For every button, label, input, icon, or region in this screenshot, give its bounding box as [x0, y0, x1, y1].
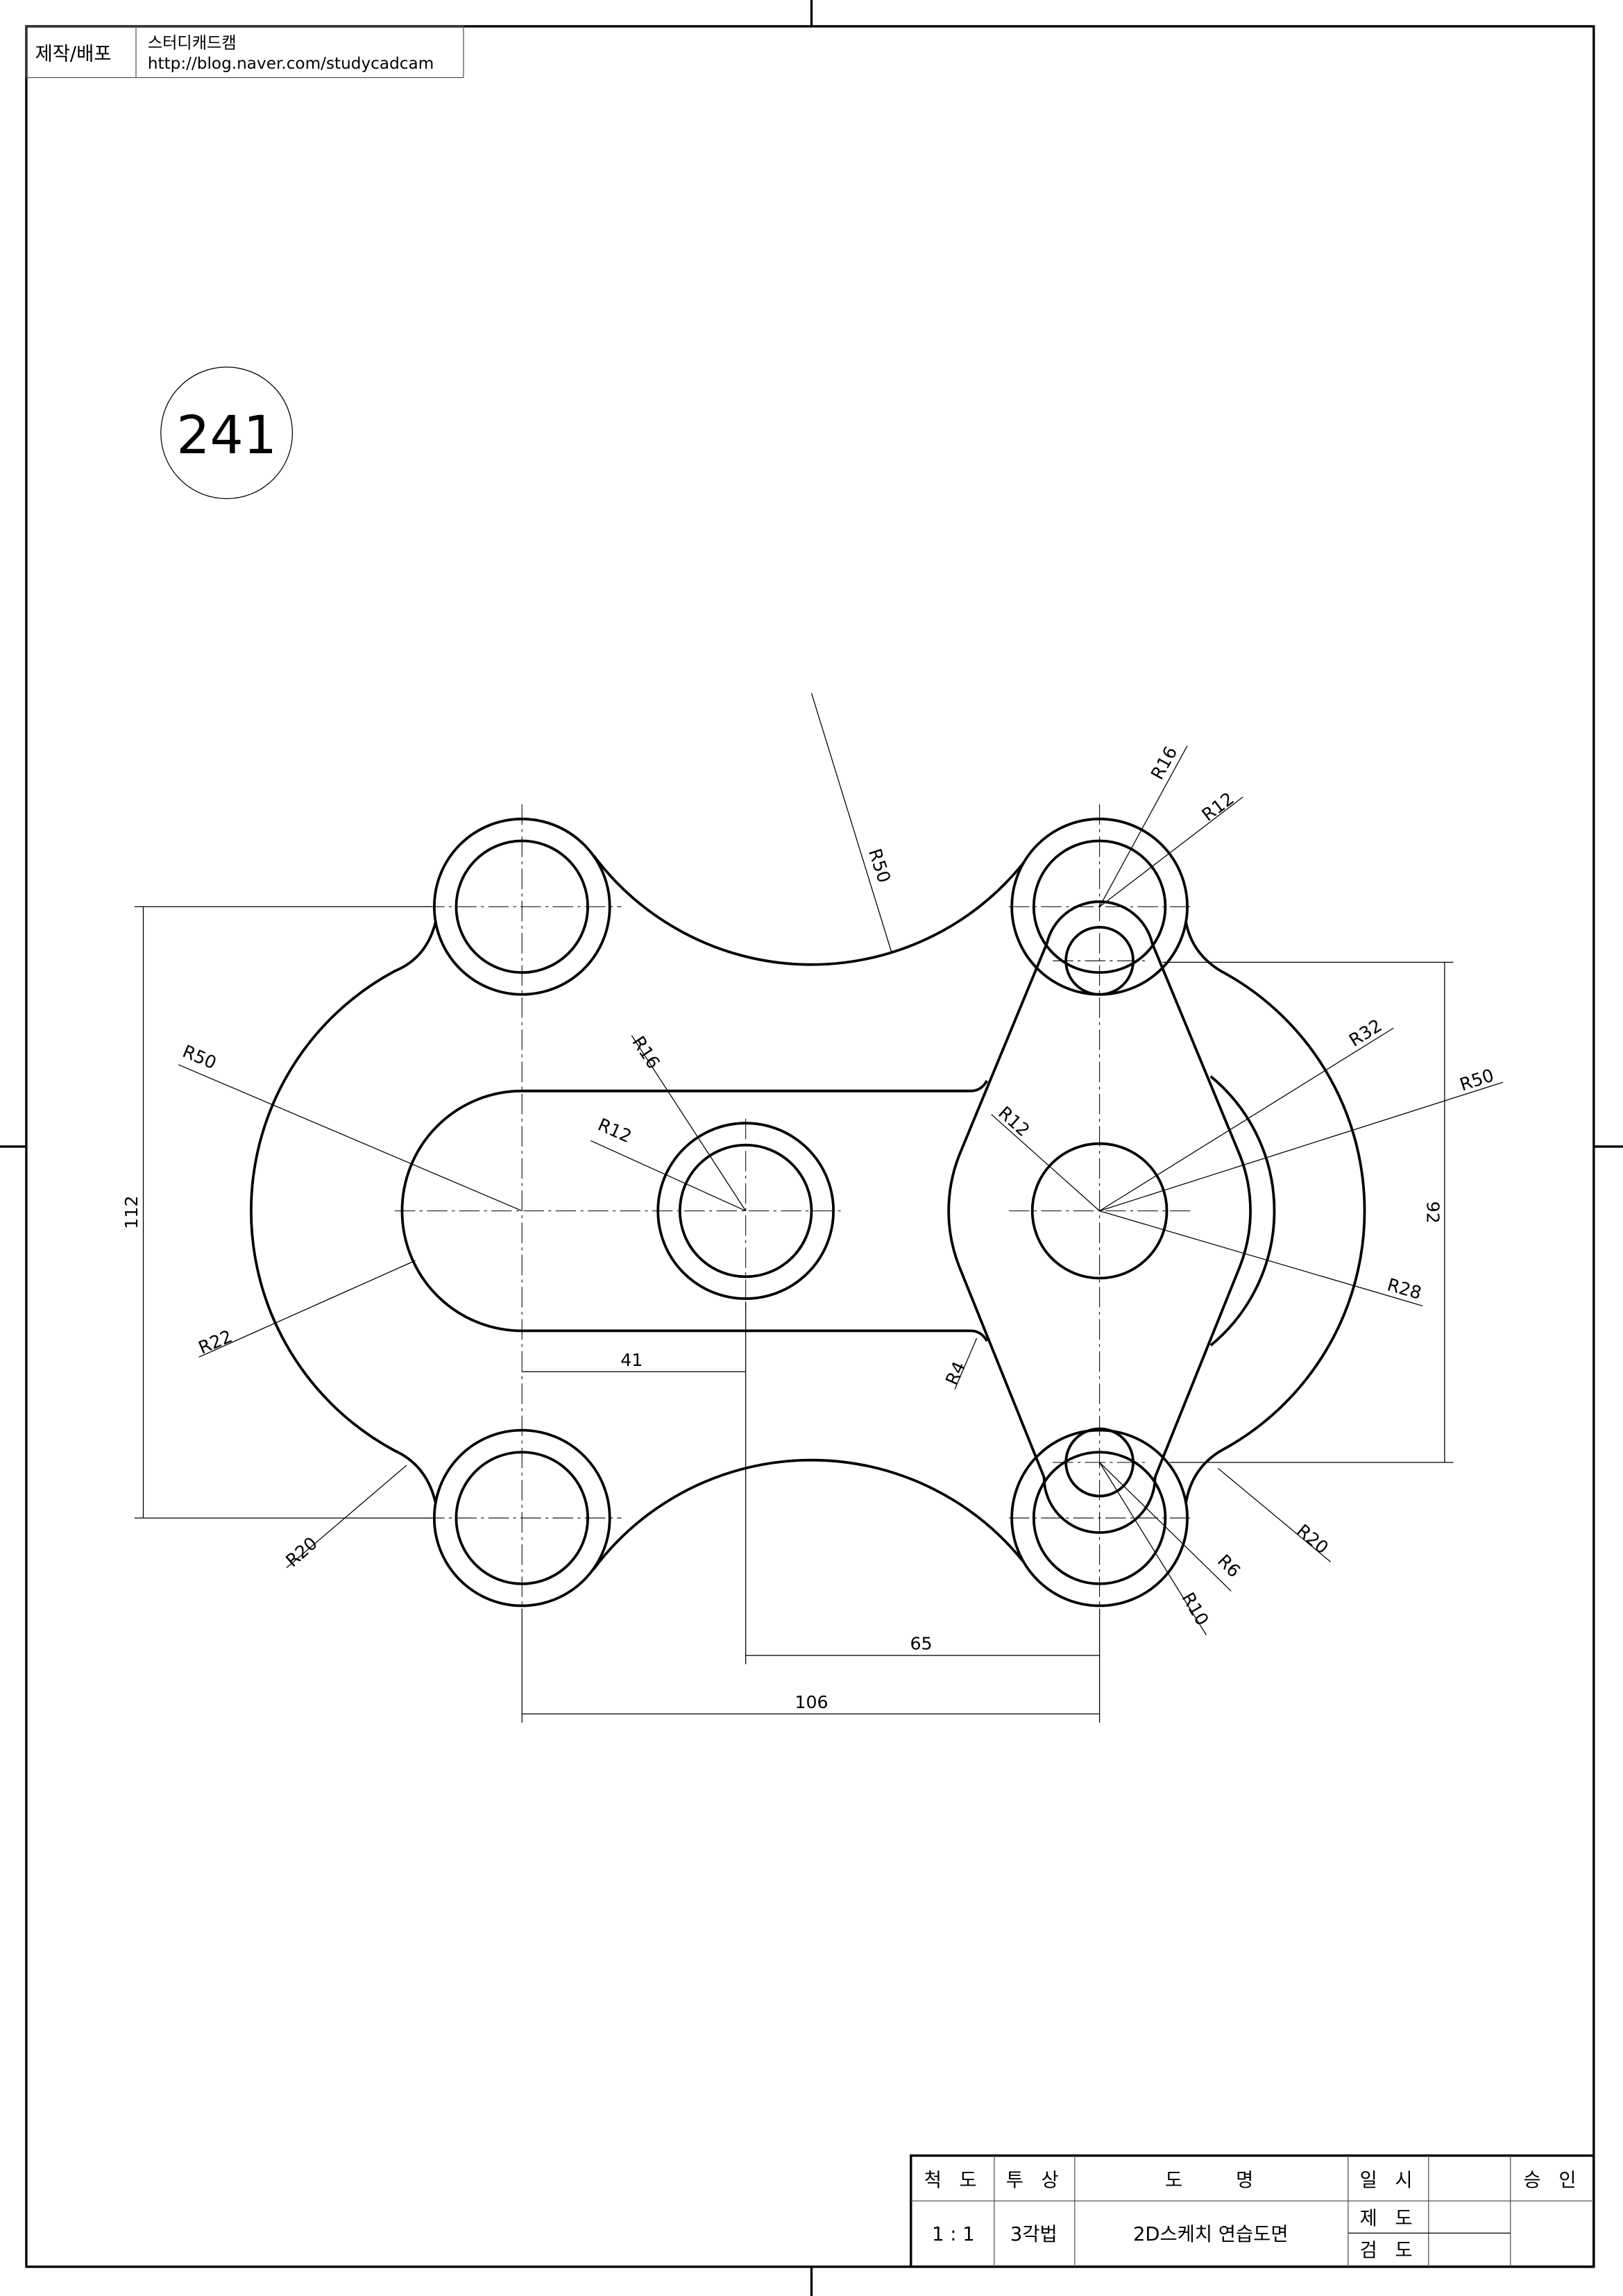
dim-r10: R10: [1178, 1589, 1212, 1629]
dim-r12-diamond: R12: [994, 1102, 1033, 1140]
dim-r22: R22: [196, 1326, 235, 1358]
author-box: 제작/배포 스터디캐드캠 http://blog.naver.com/study…: [26, 26, 464, 78]
dim-r20-right: R20: [1293, 1521, 1332, 1558]
dim-r28: R28: [1385, 1274, 1424, 1303]
scale-value: 1 : 1: [932, 2224, 974, 2245]
date-label: 일 시: [1360, 2170, 1418, 2191]
dim-92: 92: [1423, 1201, 1443, 1224]
part-outline: [250, 818, 1366, 1607]
scale-label: 척 도: [924, 2170, 983, 2191]
drawing-frame: [25, 25, 1595, 2268]
dim-106: 106: [794, 1692, 828, 1712]
drawing-number-circle: [160, 366, 294, 500]
company-name: 스터디캐드캠: [148, 34, 237, 53]
drawing-number: 241: [176, 405, 277, 466]
approval-label: 승 인: [1524, 2170, 1582, 2191]
dimension-lines: [134, 693, 1504, 1723]
drawing-name: 2D스케치 연습도면: [1133, 2224, 1289, 2245]
dim-65: 65: [910, 1634, 932, 1654]
author-label: 제작/배포: [35, 43, 112, 65]
dim-r12-center: R12: [595, 1115, 634, 1147]
dim-112: 112: [121, 1196, 142, 1229]
projection-value: 3각법: [1010, 2224, 1057, 2245]
projection-label: 투 상: [1006, 2170, 1064, 2191]
dim-r20-left: R20: [282, 1533, 321, 1571]
drawn-label: 제 도: [1360, 2208, 1418, 2229]
dim-r50-right: R50: [1457, 1065, 1496, 1095]
name-label: 도 명: [1165, 2170, 1259, 2191]
dim-r6: R6: [1214, 1551, 1244, 1581]
dim-r12-tr: R12: [1198, 788, 1238, 825]
dim-r4: R4: [942, 1358, 969, 1388]
dim-41: 41: [620, 1350, 643, 1370]
center-lines: [394, 804, 1192, 1609]
blog-url[interactable]: http://blog.naver.com/studycadcam: [148, 54, 434, 73]
dim-r50-left: R50: [180, 1041, 219, 1073]
title-block: 척 도 투 상 도 명 일 시 승 인 제 도 검 도 1 : 1 3각법 2D…: [910, 2154, 1595, 2268]
checked-label: 검 도: [1360, 2240, 1418, 2261]
dim-r16-tr: R16: [1147, 743, 1181, 784]
